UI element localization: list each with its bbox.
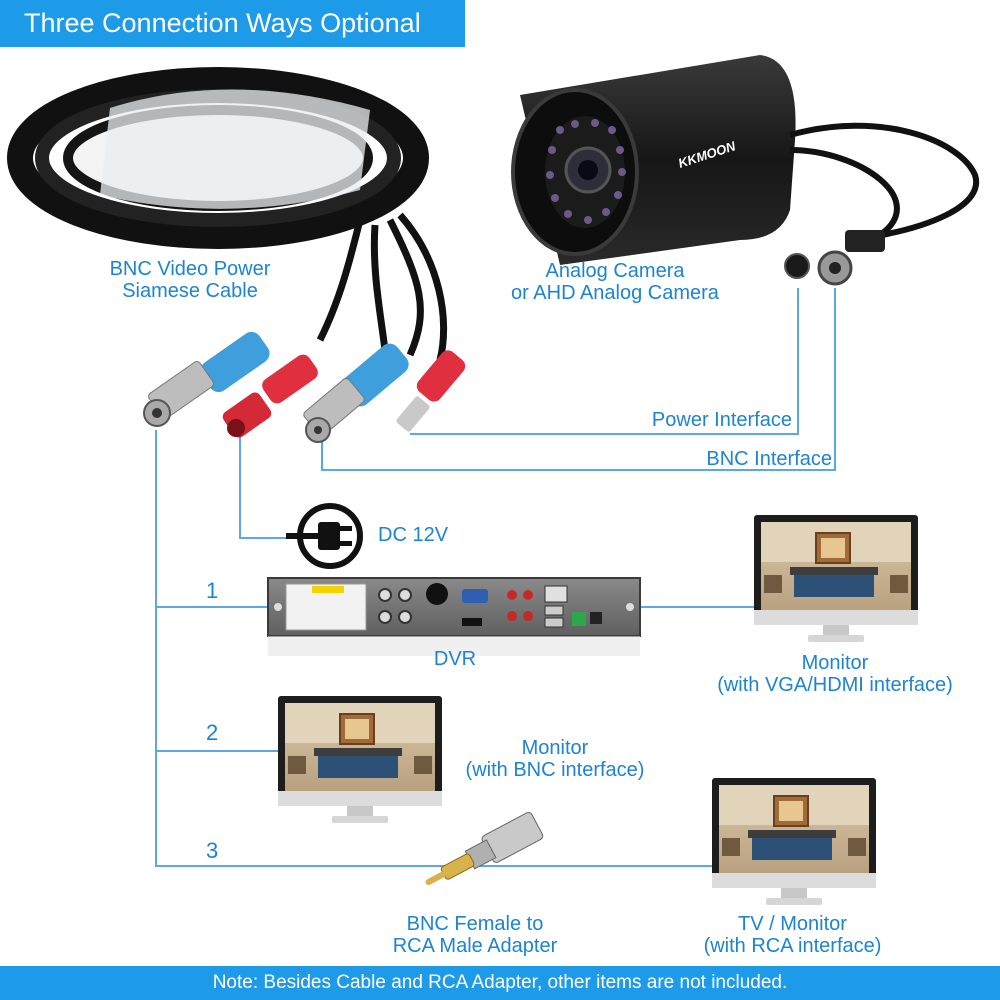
footer-note: Note: Besides Cable and RCA Adapter, oth… [0,966,1000,1000]
tv-label-line-1: TV / Monitor [738,913,847,935]
line-bnc-interface [321,288,836,471]
cable-label-line-2: Siamese Cable [122,280,258,302]
dvr-label: DVR [433,648,477,670]
monitor-bnc-label-line-2: (with BNC interface) [465,759,645,781]
dc-12v-label: DC 12V [378,524,449,546]
line-way-3 [155,430,720,867]
dvr-recorder [267,577,641,656]
bnc-interface-label: BNC Interface [706,448,832,470]
camera-label: Analog Camera or AHD Analog Camera [470,260,760,304]
monitor-vga-label-line-2: (with VGA/HDMI interface) [717,674,953,696]
connection-lines [155,288,836,867]
adapter-label-line-2: RCA Male Adapter [392,935,558,957]
cable-label-line-1: BNC Video Power [109,258,271,280]
tv-label-line-2: (with RCA interface) [703,935,882,957]
camera-label-line-1: Analog Camera [545,260,685,282]
monitor-bnc-label: Monitor (with BNC interface) [430,737,680,781]
monitor-bnc-label-line-1: Monitor [521,737,589,759]
power-plug-icon [286,503,363,569]
monitor-bnc [277,695,443,824]
way-3-number: 3 [206,838,219,863]
monitor-vga-label-line-1: Monitor [801,652,869,674]
analog-camera: KKMOON [511,55,980,286]
way-2-number: 2 [206,720,219,745]
bnc-rca-adapter [425,811,544,886]
power-interface-label: Power Interface [651,409,792,431]
cable-label: BNC Video Power Siamese Cable [60,258,320,302]
dc-male-connector [396,350,466,432]
tv-label: TV / Monitor (with RCA interface) [680,913,905,957]
monitor-vga-label: Monitor (with VGA/HDMI interface) [690,652,980,696]
line-dc-power [239,432,300,539]
tv-monitor-rca [711,777,877,906]
page-title: Three Connection Ways Optional [0,0,465,47]
adapter-label: BNC Female to RCA Male Adapter [360,913,590,957]
bnc-connector-right [303,343,409,443]
line-power-interface [410,288,799,435]
adapter-label-line-1: BNC Female to [406,913,544,935]
dc-female-connector [222,354,318,438]
monitor-vga-hdmi [753,514,919,643]
siamese-cable-coil [7,67,448,361]
bnc-connector-left [143,331,270,427]
way-1-number: 1 [206,578,219,603]
camera-label-line-2: or AHD Analog Camera [511,282,719,304]
